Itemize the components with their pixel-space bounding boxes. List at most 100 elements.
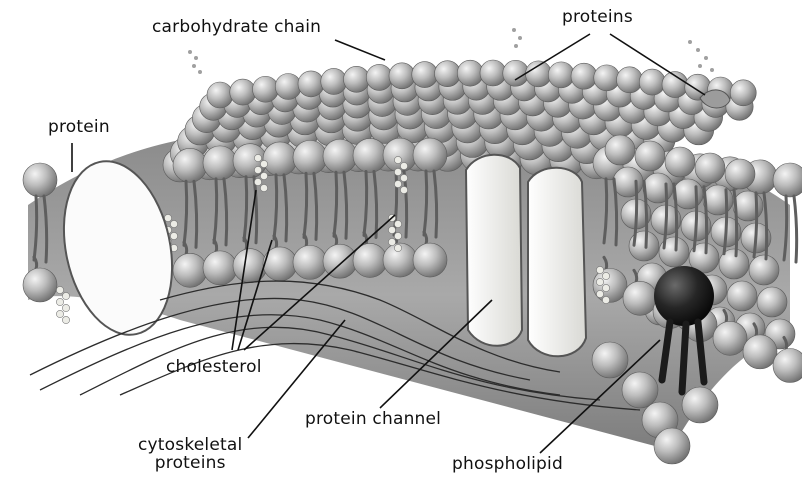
cholesterol-bead: [394, 232, 401, 239]
phospholipid-head: [298, 71, 324, 97]
cholesterol-bead: [170, 220, 177, 227]
cholesterol-bead: [56, 286, 63, 293]
phospholipid-head: [323, 139, 357, 173]
phospholipid-tail: [794, 196, 797, 262]
cholesterol-bead: [400, 186, 407, 193]
label-cytoskeletal-line1: cytoskeletal: [138, 436, 242, 454]
label-cytoskeletal-proteins: cytoskeletal proteins: [138, 436, 242, 472]
label-cytoskeletal-line2: proteins: [138, 454, 242, 472]
phospholipid-head: [713, 321, 747, 355]
phospholipid-head: [435, 61, 461, 87]
phospholipid-head: [654, 428, 690, 464]
cholesterol-bead: [260, 160, 267, 167]
phospholipid-head: [749, 255, 779, 285]
cholesterol-bead: [254, 154, 261, 161]
cholesterol-bead: [400, 162, 407, 169]
leader-carbohydrate: [335, 40, 385, 60]
cholesterol-bead: [602, 296, 609, 303]
cholesterol-bead: [254, 166, 261, 173]
phospholipid-head: [457, 60, 483, 86]
cholesterol-bead: [596, 290, 603, 297]
phospholipid-head: [727, 281, 757, 311]
cholesterol-bead: [394, 244, 401, 251]
phospholipid-head: [757, 287, 787, 317]
label-cholesterol: cholesterol: [166, 358, 262, 377]
phospholipid-head: [230, 79, 256, 105]
phospholipid-head: [293, 245, 327, 279]
phospholipid-head: [623, 281, 657, 315]
cholesterol-bead: [56, 310, 63, 317]
cholesterol-bead: [62, 292, 69, 299]
phospholipid-head: [622, 372, 658, 408]
phospholipid-head: [207, 82, 233, 108]
phospholipid-head: [23, 163, 57, 197]
phospholipid-head: [203, 251, 237, 285]
cholesterol-bead: [254, 178, 261, 185]
label-protein: protein: [48, 118, 110, 137]
phospholipid-head: [253, 76, 279, 102]
phospholipid-head: [413, 138, 447, 172]
phospholipid-head: [635, 141, 665, 171]
phospholipid-head: [665, 147, 695, 177]
label-carbohydrate-chain: carbohydrate chain: [152, 18, 321, 37]
cholesterol-bead: [596, 266, 603, 273]
phospholipid-head: [233, 249, 267, 283]
label-proteins: proteins: [562, 8, 633, 27]
phospholipid-head: [263, 142, 297, 176]
phospholipid-head: [353, 138, 387, 172]
cholesterol-bead: [394, 180, 401, 187]
cholesterol-bead: [62, 316, 69, 323]
phospholipid-head: [413, 243, 447, 277]
phospholipid-head: [480, 60, 506, 86]
label-phospholipid: phospholipid: [452, 455, 563, 474]
phospholipid-head: [173, 148, 207, 182]
phospholipid-head: [695, 153, 725, 183]
cholesterol-bead: [400, 174, 407, 181]
phospholipid-head: [773, 349, 802, 383]
cholesterol-bead: [394, 220, 401, 227]
phospholipid-head: [548, 62, 574, 88]
phospholipid-head: [617, 67, 643, 93]
phospholipid-head: [613, 167, 643, 197]
phospholipid-head: [673, 179, 703, 209]
cholesterol-bead: [164, 214, 171, 221]
cholesterol-bead: [260, 184, 267, 191]
phospholipid-head: [643, 173, 673, 203]
phospholipid-head: [321, 68, 347, 94]
phospholipid-head: [203, 146, 237, 180]
phospholipid-head: [592, 342, 628, 378]
phospholipid-head: [773, 163, 802, 197]
phospholipid-head: [725, 159, 755, 189]
cholesterol-bead: [56, 298, 63, 305]
phospholipid-head: [293, 140, 327, 174]
cholesterol-bead: [62, 304, 69, 311]
cholesterol-bead: [602, 272, 609, 279]
phospholipid-head: [605, 135, 635, 165]
phospholipid-head: [743, 335, 777, 369]
cholesterol-bead: [596, 278, 603, 285]
cholesterol-bead: [602, 284, 609, 291]
phospholipid-head: [275, 73, 301, 99]
label-protein-channel: protein channel: [305, 410, 441, 429]
phospholipid-head: [389, 63, 415, 89]
phospholipid-head: [412, 62, 438, 88]
phospholipid-head: [366, 64, 392, 90]
phospholipid-head: [730, 80, 756, 106]
protein-channel-right: [528, 168, 586, 357]
phospholipid-head: [682, 387, 718, 423]
phospholipid-head: [594, 65, 620, 91]
cholesterol-bead: [260, 172, 267, 179]
phospholipid-head: [344, 66, 370, 92]
phospholipid-head: [383, 138, 417, 172]
cholesterol-bead: [388, 238, 395, 245]
phospholipid-head: [173, 253, 207, 287]
cholesterol-bead: [388, 226, 395, 233]
cholesterol-bead: [170, 232, 177, 239]
phospholipid-head: [323, 244, 357, 278]
phospholipid-head: [639, 69, 665, 95]
phospholipid-dark-head: [654, 266, 714, 326]
phospholipid-head: [571, 63, 597, 89]
cholesterol-bead: [394, 156, 401, 163]
